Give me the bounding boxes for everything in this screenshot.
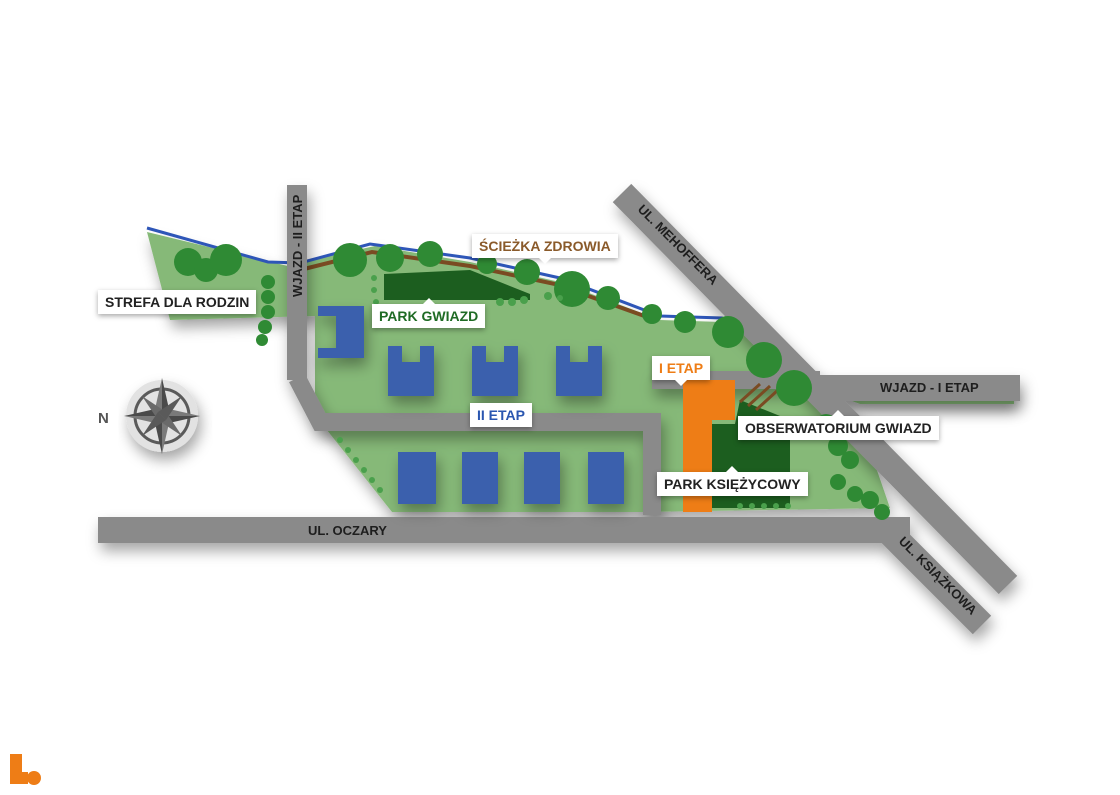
buildings [318,306,624,504]
label-park-gwiazd: PARK GWIAZD [372,298,486,328]
building [462,452,498,504]
label-obserwatorium-gwiazd: OBSERWATORIUM GWIAZD [738,410,939,440]
label-strefa-dla-rodzin: STREFA DLA RODZIN [98,290,257,314]
building [472,346,518,396]
road-label-wjazd-i: WJAZD - I ETAP [880,380,979,395]
roads [98,183,1020,635]
compass-north-letter: N [98,410,109,427]
park-gwiazd-area [384,270,530,300]
building [524,452,560,504]
road-label-wjazd-ii: WJAZD - II ETAP [290,194,305,297]
building [318,306,364,358]
compass-rose-icon [124,378,200,454]
building [588,452,624,504]
road-wjazd-i [812,375,1020,401]
building [388,346,434,396]
label-sciezka-zdrowia: ŚCIEŻKA ZDROWIA [472,234,618,264]
road-ksiazkowa [875,518,992,635]
trees [174,241,890,520]
road-label-mehoffera: UL. MEHOFFERA [635,202,722,289]
building [398,452,436,504]
label-park-ksiezycowy: PARK KSIĘŻYCOWY [657,466,808,496]
brand-logo-icon [10,754,41,785]
building [556,346,602,396]
road-label-oczary: UL. OCZARY [308,523,387,538]
label-ii-etap: II ETAP [470,403,532,427]
label-i-etap: I ETAP [652,356,711,386]
